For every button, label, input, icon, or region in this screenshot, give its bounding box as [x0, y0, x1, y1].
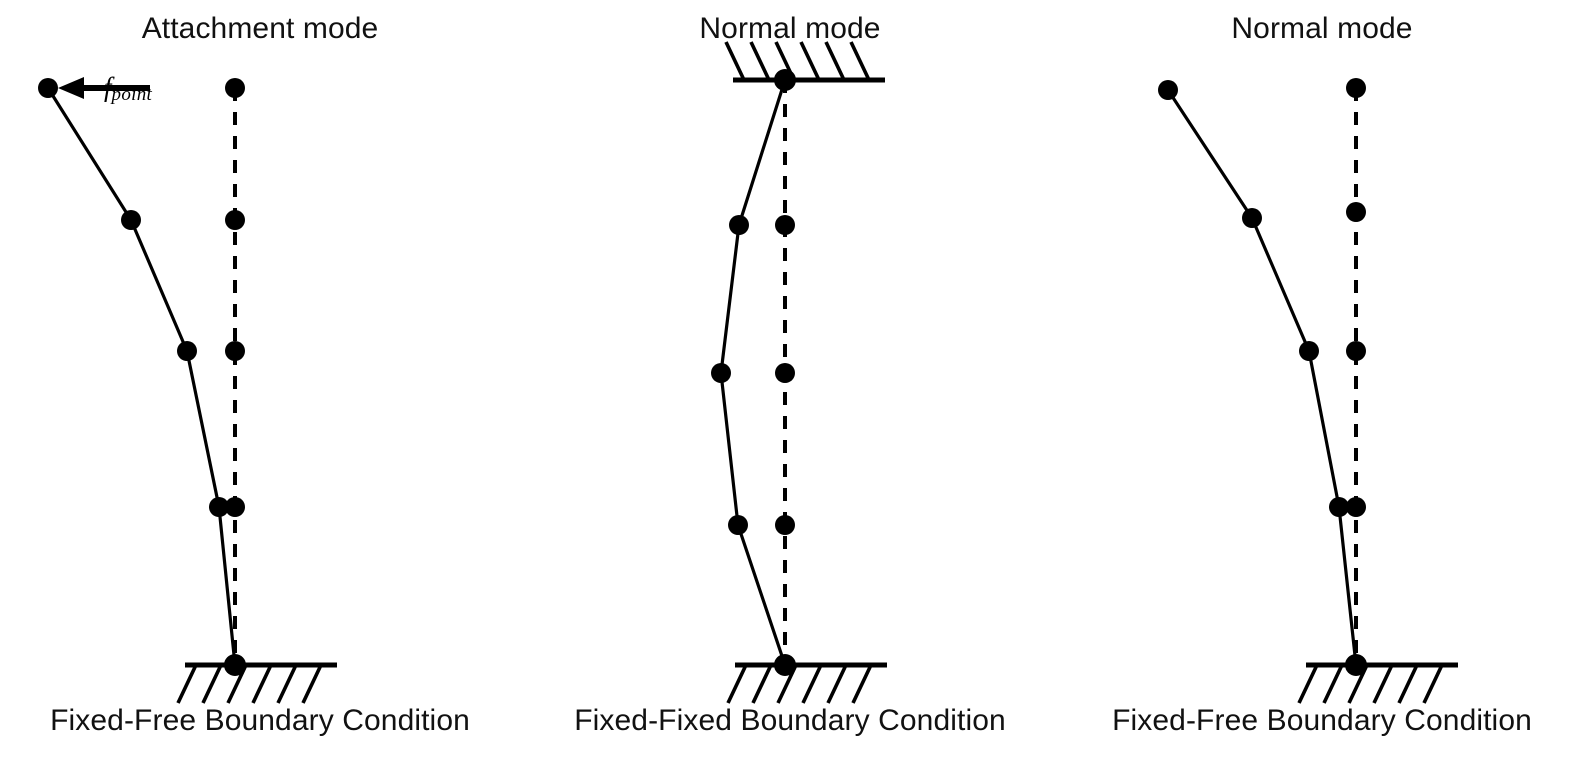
deformed-node: [774, 69, 796, 91]
panel3-caption: Fixed-Free Boundary Condition: [1112, 704, 1532, 737]
deformed-node-group: [711, 69, 796, 676]
reference-node: [775, 363, 795, 383]
fixed-support-bottom: [726, 662, 887, 704]
reference-node-group: [224, 78, 246, 676]
reference-node: [225, 497, 245, 517]
reference-node: [224, 654, 246, 676]
deformed-node: [121, 210, 141, 230]
deformed-node-group: [1158, 80, 1349, 517]
reference-node: [1346, 497, 1366, 517]
reference-node: [225, 210, 245, 230]
deformed-shape-line: [1166, 88, 1358, 667]
deformed-node: [38, 78, 58, 98]
deformed-node: [1158, 80, 1178, 100]
panel1-caption: Fixed-Free Boundary Condition: [50, 704, 470, 737]
reference-node: [1346, 202, 1366, 222]
reference-node-group: [1345, 78, 1367, 676]
panel3-diagram: [1060, 0, 1584, 759]
panel2-caption: Fixed-Fixed Boundary Condition: [574, 704, 1006, 737]
fixed-support-top: [724, 41, 885, 83]
deformed-node: [729, 215, 749, 235]
reference-node: [1346, 78, 1366, 98]
reference-node: [225, 78, 245, 98]
force-label-subscript: point: [111, 84, 153, 105]
reference-node-group: [775, 215, 795, 535]
force-label-symbol: f: [104, 72, 112, 102]
panel-attachment-mode: Attachment mode: [0, 0, 520, 759]
force-point-label: fpoint: [104, 74, 152, 108]
deformed-node: [711, 363, 731, 383]
panel3-title: Normal mode: [1231, 12, 1413, 45]
panel1-diagram: [0, 0, 520, 759]
panel-normal-mode-fixed-free: Normal mode: [1060, 0, 1584, 759]
deformed-node: [177, 341, 197, 361]
deformed-node: [1329, 497, 1349, 517]
deformed-shape-line: [46, 86, 237, 667]
deformed-node-group: [38, 78, 229, 517]
fixed-support-bottom: [1297, 662, 1458, 704]
force-arrow-icon: [58, 77, 150, 99]
deformed-node: [728, 515, 748, 535]
reference-node: [775, 215, 795, 235]
panel2-title: Normal mode: [699, 12, 881, 45]
reference-node: [225, 341, 245, 361]
deformed-node: [209, 497, 229, 517]
panel-normal-mode-fixed-fixed: Normal mode: [520, 0, 1060, 759]
reference-node: [775, 515, 795, 535]
reference-node: [1345, 654, 1367, 676]
deformed-node: [1299, 341, 1319, 361]
panel1-title: Attachment mode: [141, 12, 379, 45]
deformed-node: [1242, 208, 1262, 228]
fixed-support-bottom: [176, 662, 337, 704]
panel2-diagram: [520, 0, 1060, 759]
deformed-node: [774, 654, 796, 676]
reference-node: [1346, 341, 1366, 361]
